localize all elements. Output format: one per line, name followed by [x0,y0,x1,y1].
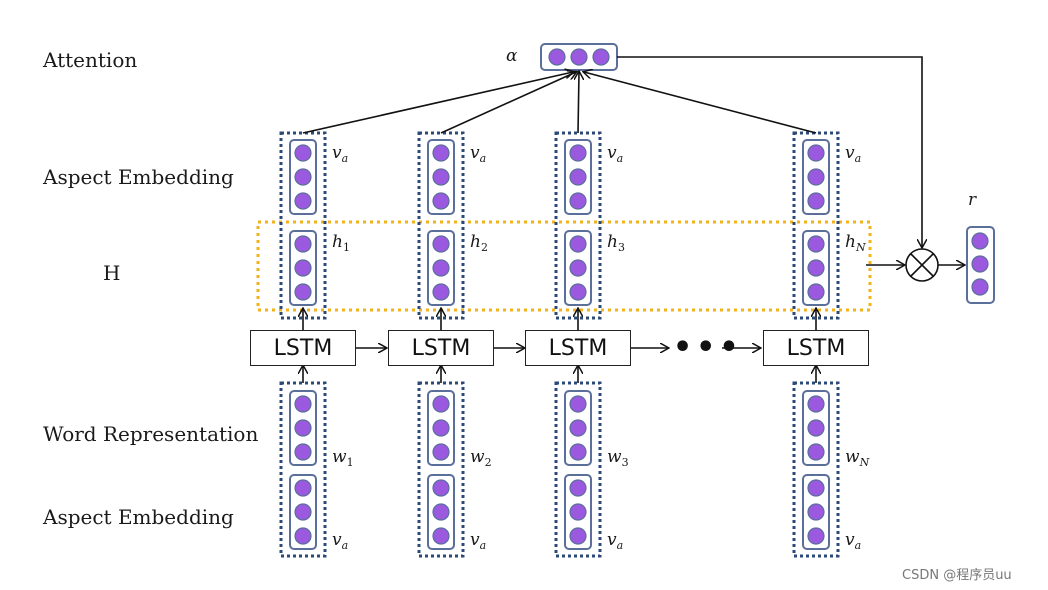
col3-hidden-node-1 [569,235,587,253]
lstm-cell-3: LSTM [525,330,631,366]
arrow-col3-to-attention [578,72,579,134]
col2-aspect-top-node-1 [432,144,450,162]
col1-hidden-label: h1 [332,232,350,254]
col2-aspect-bottom-node-2 [432,503,450,521]
col3-aspect-top-node-1 [569,144,587,162]
arrows [302,56,964,383]
col3-hidden-node-3 [569,283,587,301]
col1-aspect-top-label: va [332,143,349,165]
col1-hidden-node-3 [294,283,312,301]
col2-word-node-2 [432,419,450,437]
col3-aspect-bottom-label: va [607,530,624,552]
row-label-h: H [103,261,121,285]
watermark: CSDN @程序员uu [902,568,1012,583]
sequence-ellipsis: ••• [673,330,743,365]
col3-aspect-top-node-3 [569,192,587,210]
col3-aspect-top-label: va [607,143,624,165]
col3-hidden-label: h3 [607,232,625,254]
colN-aspect-bottom-node-1 [807,479,825,497]
colN-aspect-bottom-label: va [845,530,862,552]
col2-word-node-1 [432,395,450,413]
colN-hidden-node-2 [807,259,825,277]
output-node-2 [971,255,989,273]
col3-aspect-bottom-node-1 [569,479,587,497]
multiply-cross-line-2 [910,253,934,277]
arrow-attention-to-multiply [617,56,922,247]
col1-word-node-1 [294,395,312,413]
col2-aspect-bottom-label: va [470,530,487,552]
arrow-col1-to-attention [302,72,573,134]
col2-hidden-label: h2 [470,232,488,254]
attention-node-3 [592,48,610,66]
col2-aspect-top-label: va [470,143,487,165]
colN-hidden-label: hN [845,232,866,254]
col3-word-label: w3 [607,447,629,469]
col1-aspect-top-node-2 [294,168,312,186]
colN-aspect-top-node-3 [807,192,825,210]
row-label-aspect-embedding-bottom: Aspect Embedding [43,505,234,529]
col1-aspect-bottom-label: va [332,530,349,552]
col2-aspect-top-node-3 [432,192,450,210]
attention-node-1 [548,48,566,66]
col1-aspect-bottom-node-3 [294,527,312,545]
output-r-label: r [968,190,977,210]
colN-word-node-2 [807,419,825,437]
attention-node-2 [570,48,588,66]
col2-hidden-node-1 [432,235,450,253]
col3-word-node-3 [569,443,587,461]
col1-aspect-top-node-1 [294,144,312,162]
col3-aspect-bottom-node-3 [569,527,587,545]
colN-word-node-1 [807,395,825,413]
col3-aspect-bottom-node-2 [569,503,587,521]
colN-aspect-bottom-node-2 [807,503,825,521]
col2-hidden-node-3 [432,283,450,301]
col1-word-node-3 [294,443,312,461]
col1-word-node-2 [294,419,312,437]
colN-aspect-top-node-1 [807,144,825,162]
colN-aspect-top-label: va [845,143,862,165]
col1-word-label: w1 [332,447,354,469]
row-label-attention: Attention [43,48,138,72]
lstm-cell-1: LSTM [250,330,356,366]
colN-hidden-node-1 [807,235,825,253]
col2-aspect-bottom-node-1 [432,479,450,497]
row-label-aspect-embedding-top: Aspect Embedding [43,165,234,189]
col3-word-node-1 [569,395,587,413]
lstm-cell-2: LSTM [388,330,494,366]
arrow-colN-to-attention [584,72,817,134]
col3-hidden-node-2 [569,259,587,277]
col2-hidden-node-2 [432,259,450,277]
col2-word-node-3 [432,443,450,461]
lstm-cell-N: LSTM [763,330,869,366]
colN-word-label: wN [845,447,870,469]
col1-hidden-node-1 [294,235,312,253]
col2-word-label: w2 [470,447,492,469]
attention-alpha-label: α [506,46,518,66]
col2-aspect-top-node-2 [432,168,450,186]
col1-aspect-bottom-node-2 [294,503,312,521]
col1-aspect-top-node-3 [294,192,312,210]
colN-hidden-node-3 [807,283,825,301]
col1-aspect-bottom-node-1 [294,479,312,497]
colN-aspect-bottom-node-3 [807,527,825,545]
col1-hidden-node-2 [294,259,312,277]
output-node-1 [971,232,989,250]
output-node-3 [971,278,989,296]
row-label-word-representation: Word Representation [43,422,259,446]
bottom-dotted-boxes [279,381,840,558]
col3-word-node-2 [569,419,587,437]
col2-aspect-bottom-node-3 [432,527,450,545]
col3-aspect-top-node-2 [569,168,587,186]
arrow-col2-to-attention [440,72,576,134]
colN-aspect-top-node-2 [807,168,825,186]
top-dotted-boxes [279,131,840,320]
colN-word-node-3 [807,443,825,461]
